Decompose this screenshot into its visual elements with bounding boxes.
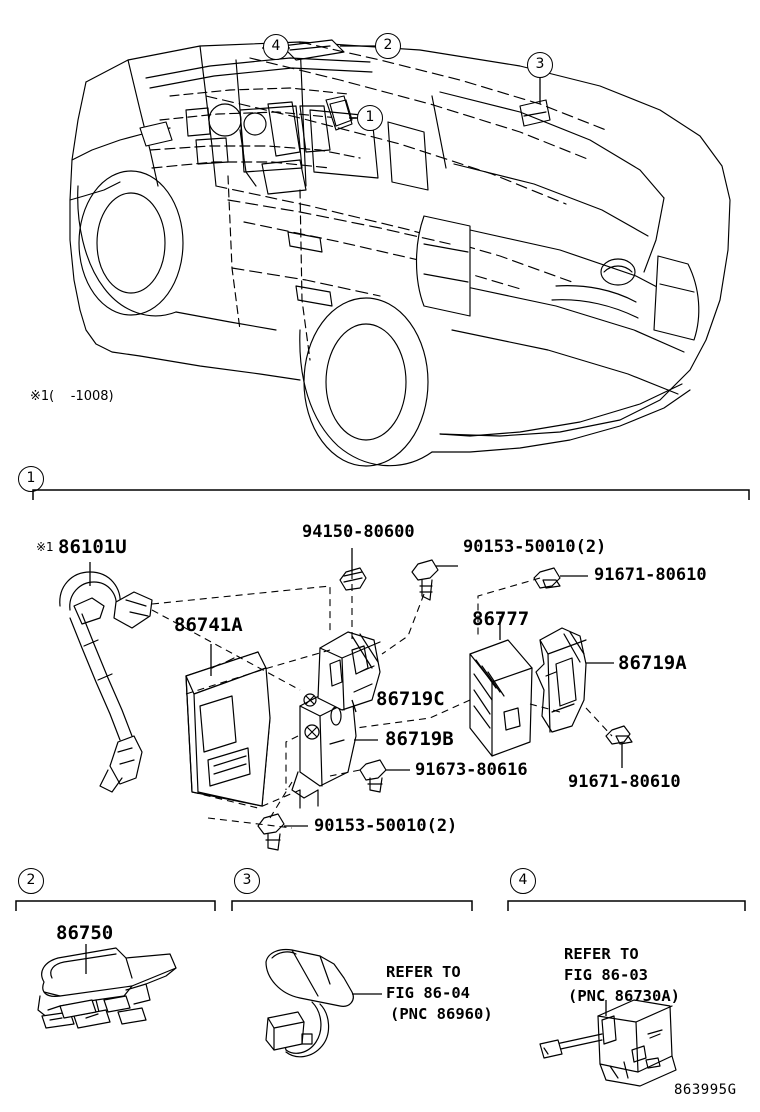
label-94150-80600: 94150-80600 bbox=[302, 522, 415, 542]
leader-86719C bbox=[351, 699, 357, 713]
label-91673-80616: 91673-80616 bbox=[415, 760, 528, 780]
vehicle-callout-3[interactable]: 3 bbox=[527, 52, 553, 78]
label-91671-80610-bottom: 91671-80610 bbox=[568, 772, 681, 792]
diagram-code: 863995G bbox=[674, 1082, 737, 1098]
section3-refer-line3: (PNC 86960) bbox=[390, 1005, 493, 1023]
label-86719B: 86719B bbox=[385, 728, 454, 750]
label-91671-80610-top: 91671-80610 bbox=[594, 565, 707, 585]
label-86101U: 86101U bbox=[58, 536, 127, 558]
section3-refer-line2: FIG 86-04 bbox=[386, 984, 470, 1002]
label-mark-86101U: ※1 bbox=[36, 540, 54, 554]
section4-refer-line3: (PNC 86730A) bbox=[568, 987, 680, 1005]
section4-refer-line1: REFER TO bbox=[564, 945, 639, 963]
vehicle-callout-1[interactable]: 1 bbox=[357, 105, 383, 131]
section1-callout[interactable]: 1 bbox=[18, 466, 44, 492]
label-90153-50010-top: 90153-50010(2) bbox=[463, 537, 607, 557]
section4-artwork bbox=[539, 999, 677, 1087]
label-86719C: 86719C bbox=[376, 688, 445, 710]
label-86777: 86777 bbox=[472, 608, 530, 630]
label-90153-50010-bottom: 90153-50010(2) bbox=[314, 816, 458, 836]
vehicle-note: ※1( -1008) bbox=[30, 389, 114, 404]
assembly-line-90153-top bbox=[381, 593, 425, 655]
section2-artwork bbox=[37, 947, 177, 1029]
assembly-line-91673 bbox=[329, 769, 361, 777]
assembly-line-91671-top bbox=[477, 577, 541, 636]
assembly-line-86777 bbox=[355, 699, 471, 729]
section4-callout[interactable]: 4 bbox=[510, 868, 536, 894]
section3-callout[interactable]: 3 bbox=[234, 868, 260, 894]
section4-refer-line2: FIG 86-03 bbox=[564, 966, 648, 984]
section3-refer-line1: REFER TO bbox=[386, 963, 461, 981]
assembly-line-86741A bbox=[185, 649, 331, 695]
label-86719A: 86719A bbox=[618, 652, 687, 674]
label-86750: 86750 bbox=[56, 922, 114, 944]
vehicle-callout-4[interactable]: 4 bbox=[263, 34, 289, 60]
assembly-line-86719A bbox=[529, 703, 561, 713]
vehicle-callout-2[interactable]: 2 bbox=[375, 33, 401, 59]
section3-artwork bbox=[265, 948, 354, 1058]
label-86741A: 86741A bbox=[174, 614, 243, 636]
assembly-line-91671-bot bbox=[585, 707, 613, 737]
assembly-line-86101U bbox=[151, 585, 331, 632]
section2-callout[interactable]: 2 bbox=[18, 868, 44, 894]
